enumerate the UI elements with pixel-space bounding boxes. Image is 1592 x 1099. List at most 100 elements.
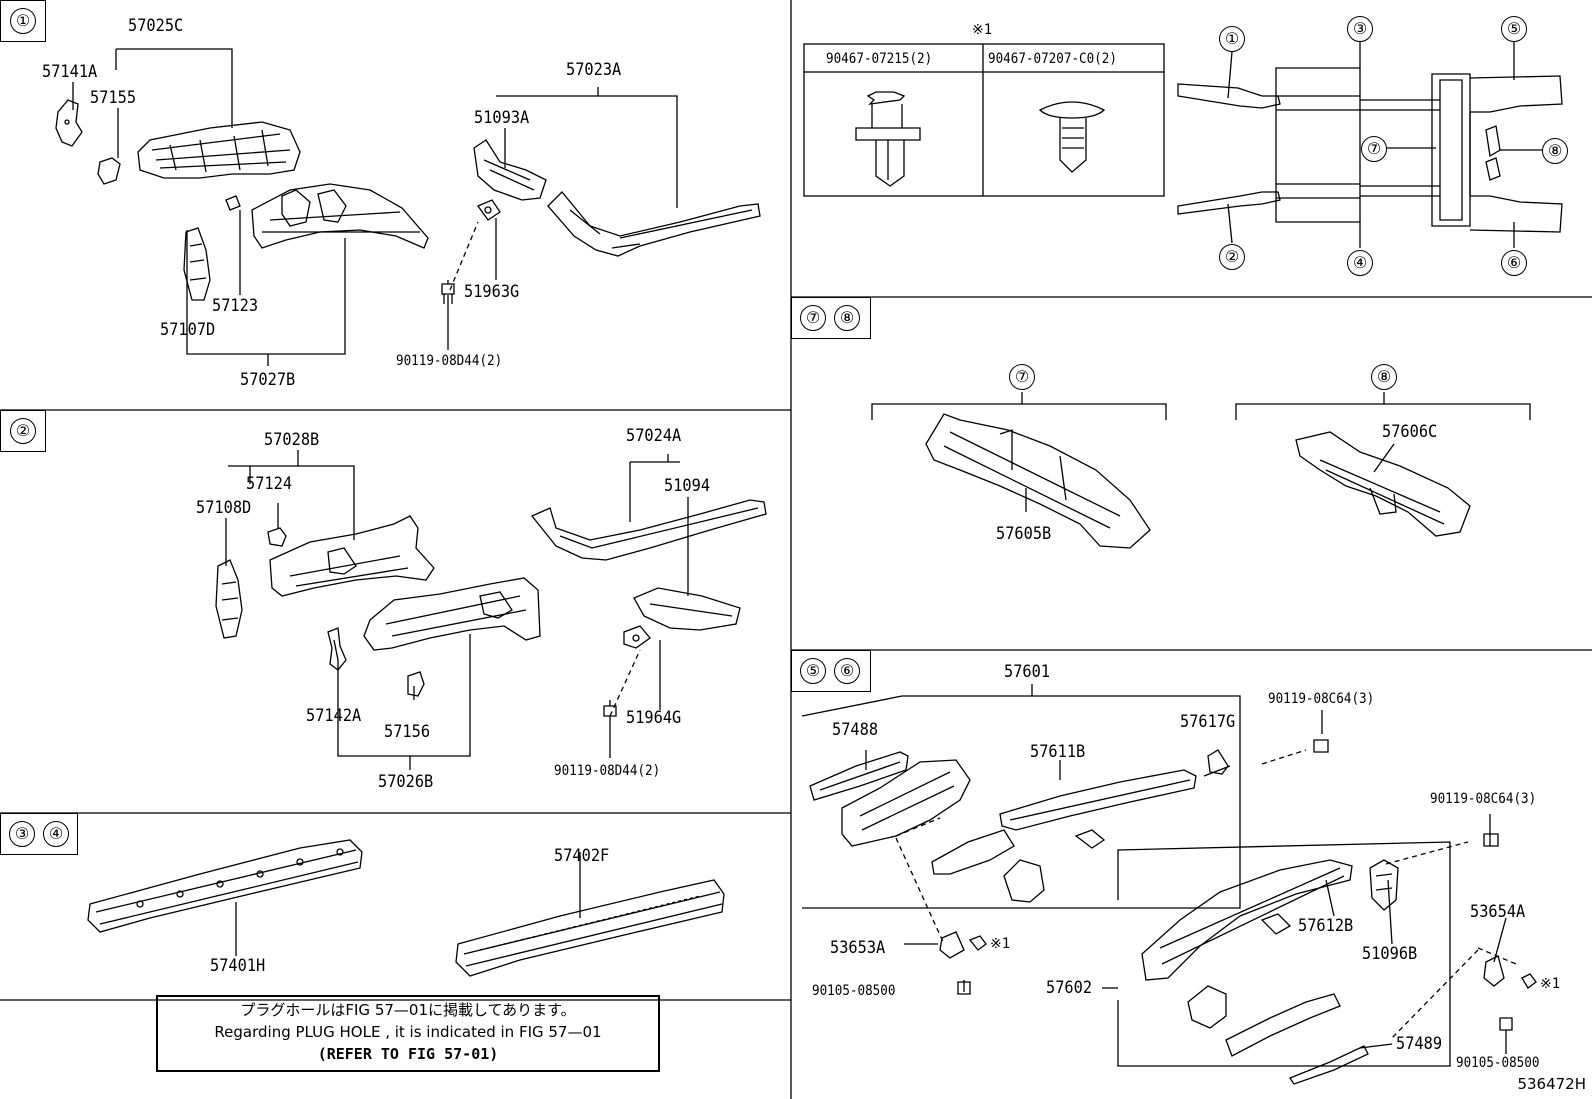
clip-ref-b: ※1 (1540, 976, 1561, 992)
p56-part-57601-front (841, 759, 971, 847)
p2-part-57124 (267, 527, 287, 547)
overview-marker-6: ⑥ (1501, 250, 1527, 276)
part-57028B: 57028B (264, 430, 320, 450)
p1-part-51963G (477, 199, 501, 221)
part-51093A: 51093A (474, 108, 530, 128)
overview-marker-4: ④ (1347, 250, 1373, 276)
part-51963G: 51963G (464, 282, 520, 302)
p78-brackets (871, 392, 1531, 512)
note-line-ref: (REFER TO FIG 57-01) (317, 1045, 499, 1063)
overview-marker-1: ① (1219, 26, 1245, 52)
p56-part-57489 (1225, 993, 1369, 1085)
panel-tag-1: ① (0, 0, 46, 42)
part-57489: 57489 (1396, 1034, 1443, 1054)
part-57612B: 57612B (1298, 916, 1354, 936)
p2-part-51094 (633, 587, 741, 631)
p2-part-57156 (407, 671, 425, 697)
p78-part-57605B (925, 413, 1151, 549)
clip-header-2: 90467-07207-C0(2) (988, 51, 1117, 67)
panel-marker-7: ⑦ (800, 305, 826, 331)
p56-part-57602-mount (1187, 913, 1292, 1029)
part-57611B: 57611B (1030, 742, 1086, 762)
p2-leaders (225, 450, 689, 770)
part-90119-08D44-b: 90119-08D44(2) (554, 763, 661, 779)
part-57156: 57156 (384, 722, 431, 742)
part-57141A: 57141A (42, 62, 98, 82)
part-90105-08500-b: 90105-08500 (1456, 1055, 1540, 1071)
p2-part-57108D (215, 559, 243, 639)
clip-ref-a: ※1 (990, 936, 1011, 952)
part-57107D: 57107D (160, 320, 216, 340)
frame-overview (1177, 42, 1563, 248)
p2-bolt (603, 700, 617, 717)
p56-bolts (957, 739, 1513, 1031)
part-57123: 57123 (212, 296, 259, 316)
p56-part-57611B (931, 769, 1197, 875)
p1-part-57023A (547, 191, 761, 257)
part-57605B: 57605B (996, 524, 1052, 544)
part-57108D: 57108D (196, 498, 252, 518)
part-53654A: 53654A (1470, 902, 1526, 922)
p34-part-57402F (455, 879, 725, 977)
part-90119-08D44-a: 90119-08D44(2) (396, 353, 503, 369)
overview-marker-3: ③ (1347, 16, 1373, 42)
p2-part-57142A (327, 627, 347, 671)
figure-id: 536472H (1517, 1075, 1586, 1093)
p1-bolt (441, 280, 455, 304)
p2-part-51964G (623, 625, 651, 649)
section-marker-8: ⑧ (1371, 364, 1397, 390)
p56-leaders (801, 684, 1517, 1067)
panel-marker-6: ⑥ (834, 658, 860, 684)
p1-part-57107D (183, 227, 211, 301)
p1-part-57027B-rail (251, 183, 429, 249)
part-57024A: 57024A (626, 426, 682, 446)
part-57402F: 57402F (554, 846, 610, 866)
panel-tag-78: ⑦ ⑧ (791, 297, 871, 339)
p56-part-mount (1003, 829, 1106, 903)
clip-header-1: 90467-07215(2) (826, 51, 933, 67)
p56-part-51096B (1369, 859, 1399, 911)
p2-part-57026B (363, 577, 541, 651)
p1-part-57141A (55, 99, 83, 147)
p1-part-57123 (225, 195, 241, 211)
panel-marker-8: ⑧ (834, 305, 860, 331)
panel-marker-3: ③ (9, 821, 35, 847)
p2-part-57024A (530, 499, 767, 561)
p56-part-57617G (1207, 749, 1229, 775)
part-57601: 57601 (1004, 662, 1051, 682)
overview-marker-8: ⑧ (1542, 138, 1568, 164)
p2-part-57028B (269, 515, 435, 597)
panel-tag-34: ③ ④ (0, 813, 78, 855)
p1-part-57155 (97, 157, 121, 185)
part-57142A: 57142A (306, 706, 362, 726)
clip-table (803, 43, 1165, 197)
p56-bracket-53653A (939, 931, 987, 959)
part-57401H: 57401H (210, 956, 266, 976)
plug-hole-note: プラグホールはFIG 57—01に掲載してあります。 Regarding PLU… (156, 995, 660, 1072)
overview-marker-2: ② (1219, 244, 1245, 270)
section-marker-7: ⑦ (1009, 364, 1035, 390)
p78-part-57606C (1295, 431, 1471, 537)
panel-tag-2: ② (0, 410, 46, 452)
part-57124: 57124 (246, 474, 293, 494)
part-53653A: 53653A (830, 938, 886, 958)
overview-marker-7: ⑦ (1361, 136, 1387, 162)
part-90119-08C64-a: 90119-08C64(3) (1268, 691, 1375, 707)
panel-marker-4: ④ (43, 821, 69, 847)
part-57602: 57602 (1046, 978, 1093, 998)
part-57025C: 57025C (128, 16, 184, 36)
note-line-en: Regarding PLUG HOLE , it is indicated in… (214, 1023, 602, 1041)
overview-marker-5: ⑤ (1501, 16, 1527, 42)
part-57488: 57488 (832, 720, 879, 740)
p56-part-57612B (1141, 859, 1353, 981)
part-51096B: 51096B (1362, 944, 1418, 964)
p1-part-51093A (473, 139, 547, 201)
panel-marker-5: ⑤ (800, 658, 826, 684)
clip-table-marker: ※1 (972, 22, 993, 38)
p1-part-57025C (137, 121, 301, 179)
part-57027B: 57027B (240, 370, 296, 390)
panel-tag-56: ⑤ ⑥ (791, 650, 871, 692)
